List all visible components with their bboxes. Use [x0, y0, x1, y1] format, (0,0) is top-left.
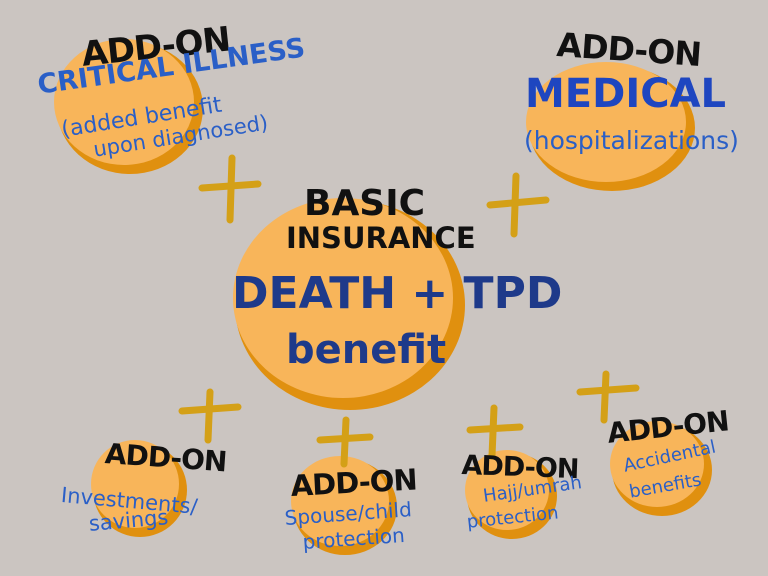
critical-illness-circle	[54, 39, 194, 165]
plus-icon-far-right	[576, 370, 640, 424]
center-circle	[233, 198, 453, 398]
investments-addon-tag: ADD-ON	[103, 437, 228, 479]
plus-icon-bottom-center	[316, 416, 374, 468]
center-title-line1: BASIC	[304, 183, 426, 224]
plus-icon-top-right	[486, 172, 550, 238]
center-title-line2: INSURANCE	[286, 221, 476, 255]
medical-desc: (hospitalizations)	[524, 126, 739, 155]
investments-circle	[91, 440, 179, 528]
center-main-line2: benefit	[286, 327, 447, 373]
hajj-umrah-circle	[465, 450, 549, 530]
spouse-child-circle	[291, 456, 389, 546]
plus-icon-bottom-left	[178, 388, 242, 444]
plus-icon-bottom-right	[466, 404, 524, 460]
medical-circle	[526, 62, 686, 182]
accidental-circle	[610, 421, 704, 507]
plus-icon-top-left	[198, 154, 262, 224]
center-main-line1: DEATH + TPD	[232, 268, 563, 319]
medical-title: MEDICAL	[525, 71, 727, 117]
spouse-child-desc-line2: protection	[301, 522, 406, 554]
spouse-child-addon-tag: ADD-ON	[289, 462, 418, 503]
medical-addon-tag: ADD-ON	[555, 25, 703, 74]
